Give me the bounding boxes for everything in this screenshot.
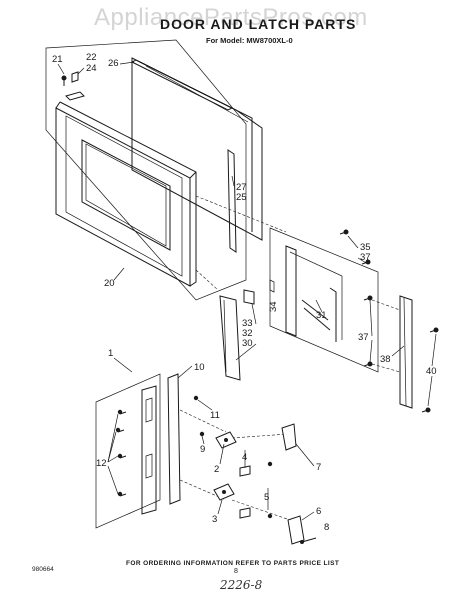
spring-clip-upper [239, 465, 251, 477]
diagram-title: DOOR AND LATCH PARTS [160, 16, 357, 32]
callout-33: 33 [242, 318, 253, 329]
door-seal-strip [227, 149, 237, 253]
callout-7: 7 [316, 462, 321, 473]
callout-26: 26 [108, 58, 119, 69]
door-trim-strip [130, 59, 234, 111]
watermark: AppliancePartsPros.com [94, 4, 368, 31]
latch-rail [167, 373, 181, 505]
ordering-note: FOR ORDERING INFORMATION REFER TO PARTS … [126, 560, 340, 567]
callout-34: 34 [268, 301, 279, 312]
leader-lines [57, 61, 437, 521]
callout-5: 5 [264, 492, 269, 503]
latch-hook-lower [287, 515, 305, 545]
latch-springs [301, 287, 337, 342]
callout-4: 4 [242, 452, 247, 463]
callout-9: 9 [200, 444, 205, 455]
door-top-hardware [61, 71, 85, 101]
callout-30: 30 [242, 338, 253, 349]
callout-20: 20 [104, 278, 115, 289]
hinge-enclosure [269, 227, 379, 373]
callout-27: 27 [236, 182, 247, 193]
callout-31: 31 [316, 310, 327, 321]
callout-3: 3 [212, 514, 217, 525]
callout-38: 38 [380, 354, 391, 365]
handwritten-note: 2226-8 [220, 578, 263, 592]
callout-37-lower: 37 [358, 332, 369, 343]
callout-6: 6 [316, 506, 321, 517]
door-enclosure [45, 39, 247, 301]
callout-10: 10 [194, 362, 205, 373]
mounting-plate [141, 385, 157, 515]
callout-25: 25 [236, 192, 247, 203]
callout-22: 22 [86, 52, 97, 63]
callout-12: 12 [96, 458, 107, 469]
latch-cams [213, 431, 237, 501]
callout-8: 8 [324, 522, 329, 533]
hinge-screws [339, 229, 439, 413]
door-frame [55, 101, 197, 287]
spring-clip-lower [239, 507, 251, 519]
callout-40: 40 [426, 366, 437, 377]
callout-32: 32 [242, 328, 253, 339]
hinge-plate [285, 245, 297, 337]
lower-enclosure [95, 373, 161, 529]
callout-2: 2 [214, 464, 219, 475]
mount-screws [115, 395, 273, 519]
latch-clip [243, 289, 255, 305]
callout-11: 11 [210, 410, 220, 421]
callout-1: 1 [108, 348, 113, 359]
callout-24: 24 [86, 63, 97, 74]
latch-bar [399, 295, 413, 409]
callout-37-upper: 37 [360, 252, 371, 263]
latch-lever [219, 295, 241, 381]
model-subtitle: For Model: MW8700XL-0 [206, 36, 293, 45]
callout-21: 21 [52, 54, 63, 65]
page-number: 8 [234, 568, 238, 575]
callout-35: 35 [360, 242, 371, 253]
latch-hook-upper [281, 423, 297, 451]
document-number: 980664 [32, 566, 54, 573]
